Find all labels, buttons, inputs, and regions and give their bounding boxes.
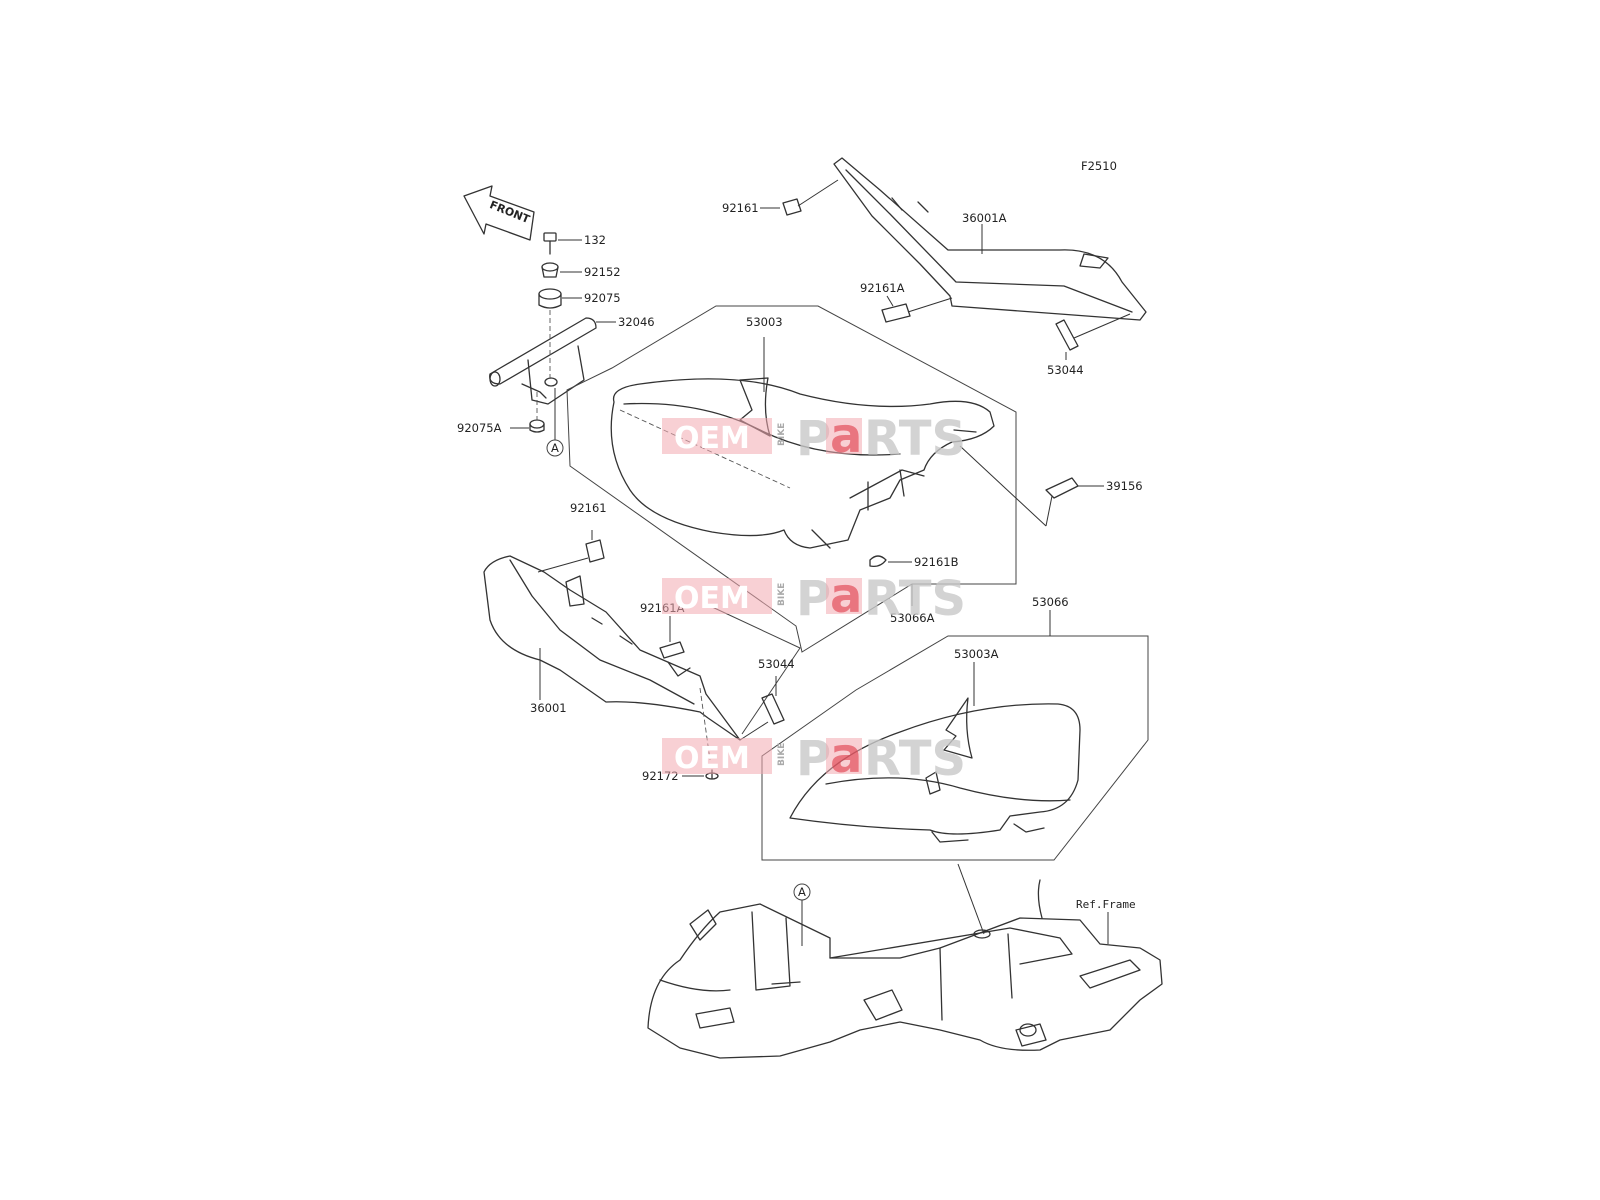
collar-92152: [541, 262, 559, 278]
svg-text:a: a: [830, 728, 862, 784]
pad-92161A-left: [659, 641, 685, 659]
label-32046: 32046: [618, 315, 655, 329]
damper-53044-top: [1055, 319, 1079, 351]
svg-text:OEM: OEM: [674, 581, 750, 616]
label-53066A: 53066A: [890, 611, 935, 625]
bracket-32046: [489, 317, 597, 405]
svg-text:P: P: [796, 731, 831, 787]
label-53044-mid: 53044: [758, 657, 795, 671]
pad-92161-left: [585, 539, 605, 563]
label-39156: 39156: [1106, 479, 1143, 493]
side-cover-36001A: [833, 157, 1147, 321]
front-arrow-icon: FRONT: [463, 185, 535, 241]
seat-box-53066: [761, 635, 1149, 861]
label-92161B: 92161B: [914, 555, 959, 569]
ref-frame: [647, 879, 1163, 1059]
pad-92161A-top: [881, 303, 911, 323]
pillion-seat-53003A: [789, 697, 1081, 843]
label-53003A: 53003A: [954, 647, 999, 661]
label-92152: 92152: [584, 265, 621, 279]
label-92075A: 92075A: [457, 421, 502, 435]
label-53003: 53003: [746, 315, 783, 329]
bolt-132: [543, 232, 557, 255]
seat-box-53066A: [566, 305, 1017, 653]
svg-text:BIKE: BIKE: [777, 583, 787, 606]
svg-text:P: P: [796, 411, 831, 467]
label-92161-top: 92161: [722, 201, 759, 215]
svg-text:RTS: RTS: [864, 731, 966, 787]
watermark-2: OEM BIKE P a RTS: [662, 568, 966, 627]
watermark-1: OEM BIKE P a RTS: [662, 408, 966, 467]
cover-leader-triangle: [709, 605, 801, 735]
nut-92075A: [529, 419, 545, 433]
label-ref-frame: Ref.Frame: [1076, 898, 1136, 911]
label-36001A: 36001A: [962, 211, 1007, 225]
svg-text:a: a: [830, 408, 862, 464]
pad-92161B: [869, 555, 887, 568]
watermark-3: OEM BIKE P a RTS: [662, 728, 966, 787]
clip-39156: [1045, 477, 1079, 499]
label-92075: 92075: [584, 291, 621, 305]
svg-text:P: P: [796, 571, 831, 627]
front-label: FRONT: [488, 198, 532, 226]
label-92161-left: 92161: [570, 501, 607, 515]
label-92161A-top: 92161A: [860, 281, 905, 295]
label-53066: 53066: [1032, 595, 1069, 609]
svg-text:BIKE: BIKE: [777, 423, 787, 446]
svg-text:a: a: [830, 568, 862, 624]
svg-text:RTS: RTS: [864, 571, 966, 627]
pad-92161-top: [782, 198, 802, 216]
svg-text:BIKE: BIKE: [777, 743, 787, 766]
label-53044-top: 53044: [1047, 363, 1084, 377]
figure-code: F2510: [1081, 159, 1117, 173]
ref-marker-upper-label: A: [551, 441, 559, 455]
label-36001: 36001: [530, 701, 567, 715]
damper-53044-mid: [761, 693, 785, 725]
svg-text:RTS: RTS: [864, 411, 966, 467]
side-cover-36001: [483, 555, 741, 741]
ref-marker-upper: [546, 439, 564, 457]
ref-marker-lower-label: A: [798, 885, 806, 899]
svg-text:OEM: OEM: [674, 421, 750, 456]
grommet-92075: [538, 288, 562, 309]
label-132: 132: [584, 233, 606, 247]
svg-text:OEM: OEM: [674, 741, 750, 776]
